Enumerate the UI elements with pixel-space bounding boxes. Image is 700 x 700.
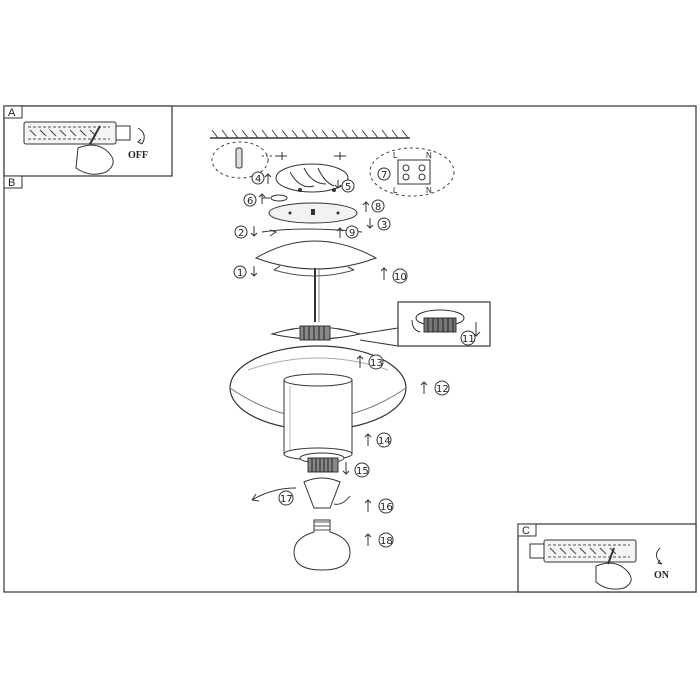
panel-c-letter: C — [522, 525, 530, 537]
svg-text:15: 15 — [356, 466, 369, 477]
ceiling-canopy — [254, 240, 378, 277]
wire-connector-icon — [23, 121, 131, 145]
terminal-label-bottom-n: N — [426, 186, 432, 195]
step-14: 14 — [364, 432, 392, 448]
step-11: 11 — [460, 330, 476, 346]
outer-frame — [3, 105, 697, 593]
step-10: 10 — [380, 267, 408, 284]
screwdriver-hand-icon — [75, 125, 114, 175]
step-2: 2 — [234, 225, 258, 239]
svg-text:7: 7 — [381, 170, 387, 181]
wall-plug-detail — [211, 141, 269, 179]
svg-text:11: 11 — [462, 334, 475, 345]
panel-b-letter: B — [8, 177, 15, 189]
rotate-arrow-icon — [656, 547, 663, 565]
svg-text:13: 13 — [370, 358, 383, 369]
svg-text:9: 9 — [349, 228, 355, 239]
light-bulb — [293, 519, 351, 571]
svg-text:18: 18 — [380, 536, 393, 547]
svg-text:17: 17 — [280, 494, 293, 505]
drill-mark — [262, 152, 346, 160]
svg-text:1: 1 — [237, 268, 243, 279]
socket-cone — [251, 477, 351, 509]
svg-text:14: 14 — [378, 436, 391, 447]
panel-a-letter: A — [8, 107, 16, 119]
step-4: 4 — [251, 171, 272, 185]
screw-left-icon — [262, 194, 288, 202]
canopy-plate — [268, 202, 358, 224]
svg-text:4: 4 — [255, 174, 261, 185]
panel-a: A OFF — [3, 105, 173, 177]
panel-b: B — [3, 175, 23, 189]
svg-text:6: 6 — [247, 196, 253, 207]
ceiling — [210, 129, 410, 139]
rotate-arrow-icon — [137, 127, 145, 145]
lamp-socket — [299, 452, 345, 473]
svg-text:3: 3 — [381, 220, 387, 231]
suspension-rod — [314, 268, 320, 322]
terminal-label-bottom-l: L — [393, 186, 398, 195]
svg-text:12: 12 — [436, 384, 449, 395]
step-18: 18 — [364, 532, 394, 548]
step-9: 9 — [336, 225, 359, 239]
step-16: 16 — [364, 498, 394, 514]
step-7: 7 — [377, 167, 391, 181]
svg-text:8: 8 — [375, 202, 381, 213]
step-8: 8 — [362, 199, 385, 213]
inner-shade — [283, 373, 353, 461]
step-6: 6 — [243, 193, 266, 207]
step-1: 1 — [233, 265, 258, 279]
step-3: 3 — [366, 217, 391, 231]
mounting-bracket — [275, 163, 349, 193]
terminal-block-detail: L N L N — [369, 147, 455, 197]
screwdriver-hand-icon — [595, 547, 632, 590]
svg-text:2: 2 — [238, 228, 244, 239]
lamp-collar — [270, 325, 362, 341]
step-17: 17 — [278, 490, 294, 506]
wire-connector-icon — [529, 539, 637, 563]
step-15: 15 — [342, 462, 370, 478]
svg-text:16: 16 — [380, 502, 393, 513]
terminal-label-top-n: N — [426, 151, 432, 160]
step-callouts: 4 5 6 7 8 3 2 9 1 10 11 13 12 14 15 17 1… — [233, 167, 476, 548]
panel-c: C ON — [517, 523, 697, 593]
panel-c-action: ON — [654, 570, 670, 581]
terminal-label-top-l: L — [393, 151, 398, 160]
step-12: 12 — [420, 380, 450, 396]
panel-a-action: OFF — [128, 150, 148, 161]
step-13: 13 — [356, 354, 384, 370]
step-5: 5 — [334, 179, 355, 193]
svg-text:10: 10 — [394, 272, 407, 283]
svg-text:5: 5 — [345, 182, 351, 193]
